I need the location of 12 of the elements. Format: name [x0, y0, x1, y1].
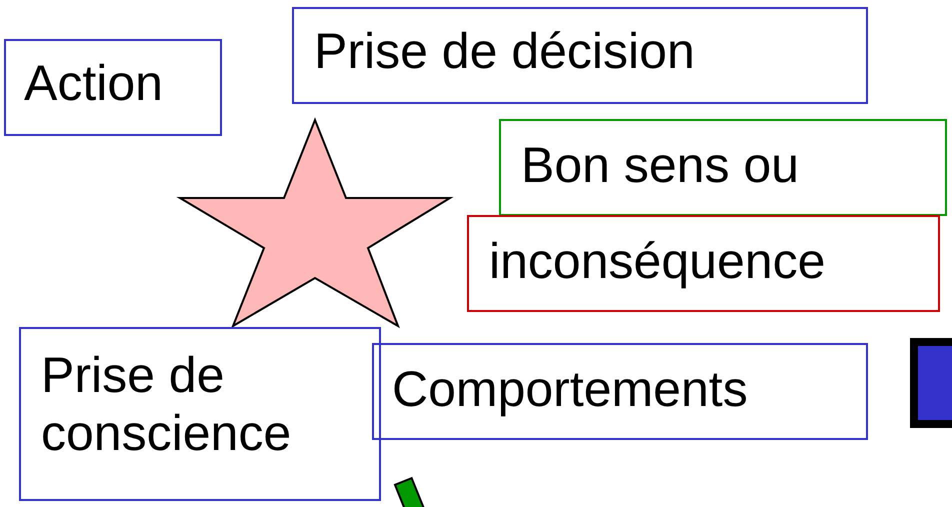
text-box	[19, 327, 381, 501]
box-label: Comportements	[392, 361, 749, 418]
box-label: inconséquence	[489, 233, 826, 290]
box-label: Prise de décision	[314, 23, 696, 80]
text-box	[499, 119, 947, 216]
text-box	[292, 7, 868, 104]
box-label: Prise de conscience	[41, 347, 292, 462]
text-box	[4, 39, 222, 136]
box-label: Bon sens ou	[521, 137, 800, 194]
text-box	[467, 215, 940, 312]
text-box	[372, 343, 868, 440]
box-label: Action	[24, 55, 164, 112]
